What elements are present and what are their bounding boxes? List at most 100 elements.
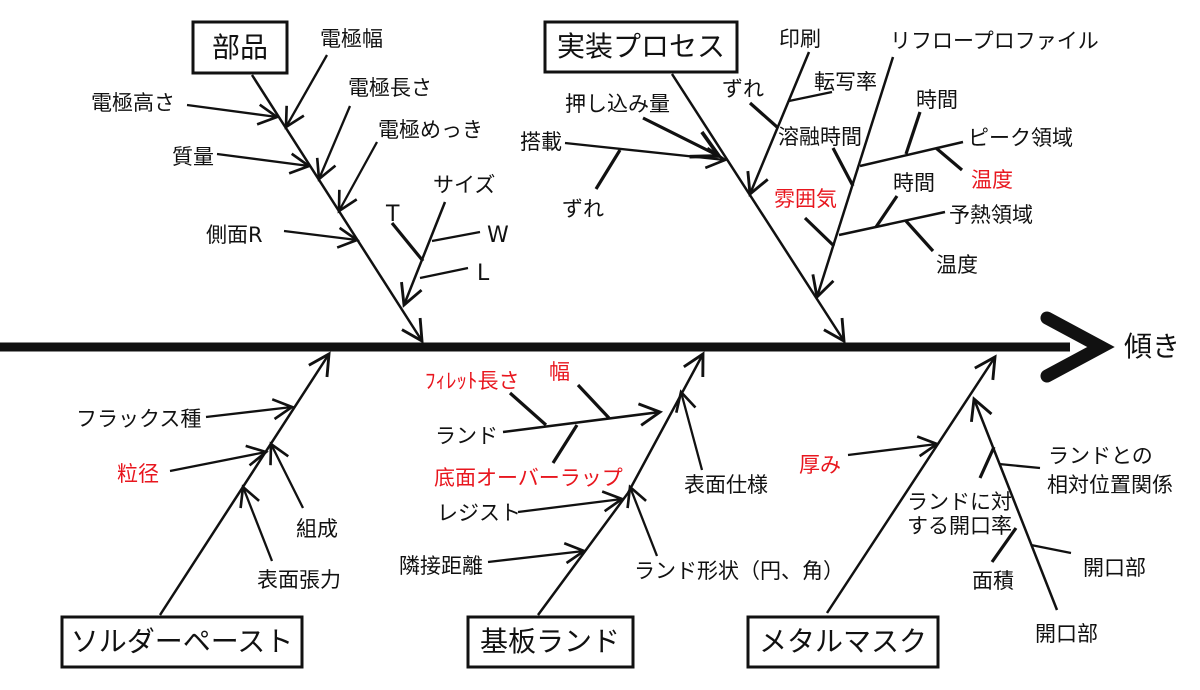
cause-push-in-amount: 押し込み量 [565,92,670,116]
width-tick [576,383,611,420]
cause-peak-time: 時間 [916,88,958,112]
thickness-arrow [847,435,940,458]
parts-category-label: 部品 [212,31,268,64]
cause-size: サイズ [433,173,495,197]
composition-arrow [269,441,305,509]
preheat-time-tick [874,195,899,228]
placement-shift-tick [594,149,622,190]
size-sub-bone [400,201,447,308]
resist-arrow [517,490,625,514]
transfer-rate-line [788,90,833,103]
aperture-ratio-tick [978,446,996,479]
mass-arrow [216,152,312,175]
cause-placement: 搭載 [520,130,562,154]
surface-spec-arrow [675,389,704,471]
parts-category-box [191,20,289,75]
cause-mass: 質量 [172,145,214,169]
flux-type-arrow [205,398,295,421]
adjacent-distance-arrow [487,542,587,565]
relative-position-line [998,462,1041,470]
cause-electrode-width: 電極幅 [320,27,383,51]
cause-adjacent-distance: 隣接距離 [399,554,483,578]
solder-paste-category-label: ソルダーペースト [71,625,294,658]
reflow-profile-bone [811,56,895,300]
metal-mask-category-box [746,615,940,669]
land-shape-arrow [626,484,659,557]
cause-composition: 組成 [296,517,338,541]
push-in-amount-arrow [642,116,723,159]
area-tick [990,527,1018,563]
electrode-height-arrow [186,103,280,126]
cause-electrode-height: 電極高さ [91,91,175,115]
preheat-temp-tick [904,219,935,253]
cause-flux-type: フラックス種 [76,407,201,431]
cause-printing-shift: ずれ [722,77,764,101]
cause-fillet-length: ﾌｨﾚｯﾄ長さ [425,369,520,393]
cause-aperture-ratio-line1: ランドに対 [907,490,1012,514]
peak-temp-tick [934,146,964,172]
metal-mask-bone [825,354,997,614]
peak-time-tick [904,111,922,155]
board-land-category-label: 基板ランド [480,625,620,658]
electrode-plating-arrow [337,141,379,214]
cause-electrode-plating: 電極めっき [378,118,483,142]
placement-arrow [564,141,728,170]
mounting-process-category-box [543,20,739,74]
particle-size-arrow [169,444,269,473]
reflow-profile-category-label: リフロープロファイル [890,29,1099,53]
cause-transfer-rate: 転写率 [814,70,877,94]
cause-size-l: L [477,261,490,286]
aperture-upper-line [1030,543,1072,555]
cause-peak-zone: ピーク領域 [968,126,1073,150]
size-w-line [431,230,481,243]
cause-aperture-ratio-line2: する開口率 [907,514,1012,538]
cause-size-w: W [487,223,509,248]
cause-surface-tension: 表面張力 [257,568,341,592]
cause-particle-size: 粒径 [117,462,159,486]
size-l-line [419,266,469,280]
cause-thickness: 厚み [799,453,841,477]
cause-electrode-length: 電極長さ [348,76,432,100]
cause-surface-spec: 表面仕様 [684,473,768,497]
cause-resist: レジスト [437,501,521,525]
aperture-sub-bone [969,396,1059,611]
atmosphere-tick [803,216,836,248]
melt-time-tick [831,147,855,187]
cause-atmosphere: 雰囲気 [774,187,837,211]
side-r-arrow [283,226,360,249]
cause-preheat-zone: 予熱領域 [949,203,1033,227]
cause-land: ランド [435,424,498,448]
solder-paste-category-box [60,615,304,669]
cause-aperture-upper: 開口部 [1083,556,1146,580]
printing-shift-tick [748,101,779,129]
cause-aperture-lower: 開口部 [1035,622,1098,646]
cause-preheat-time: 時間 [893,171,935,195]
electrode-length-arrow [315,105,352,182]
cause-melt-time: 溶融時間 [778,125,862,149]
cause-side-r: 側面R [206,223,263,247]
printing-sub-bone [746,51,811,197]
preheat-zone-sub-bone [838,210,946,237]
spine-arrowhead-icon [1040,311,1115,383]
size-t-tick [390,221,425,263]
cause-peak-temp: 温度 [971,168,1013,192]
cause-size-t: T [385,202,400,227]
bottom-overlap-tick [551,424,579,464]
cause-relative-position-line2: 相対位置関係 [1047,473,1173,497]
cause-printing: 印刷 [779,27,821,51]
parts-bone [250,74,424,344]
mounting-process-category-label: 実装プロセス [557,30,725,63]
surface-tension-arrow [239,484,274,562]
cause-placement-shift: ずれ [562,197,604,221]
cause-preheat-temp: 温度 [936,253,978,277]
electrode-width-arrow [284,54,328,130]
fillet-length-tick [508,391,548,427]
peak-zone-sub-bone [859,140,964,168]
land-sub-bone [502,402,664,434]
cause-bottom-overlap: 底面オーバーラップ [434,466,623,490]
cause-width: 幅 [549,360,570,384]
metal-mask-category-label: メタルマスク [759,625,927,658]
effect-label: 傾き [1124,330,1180,363]
